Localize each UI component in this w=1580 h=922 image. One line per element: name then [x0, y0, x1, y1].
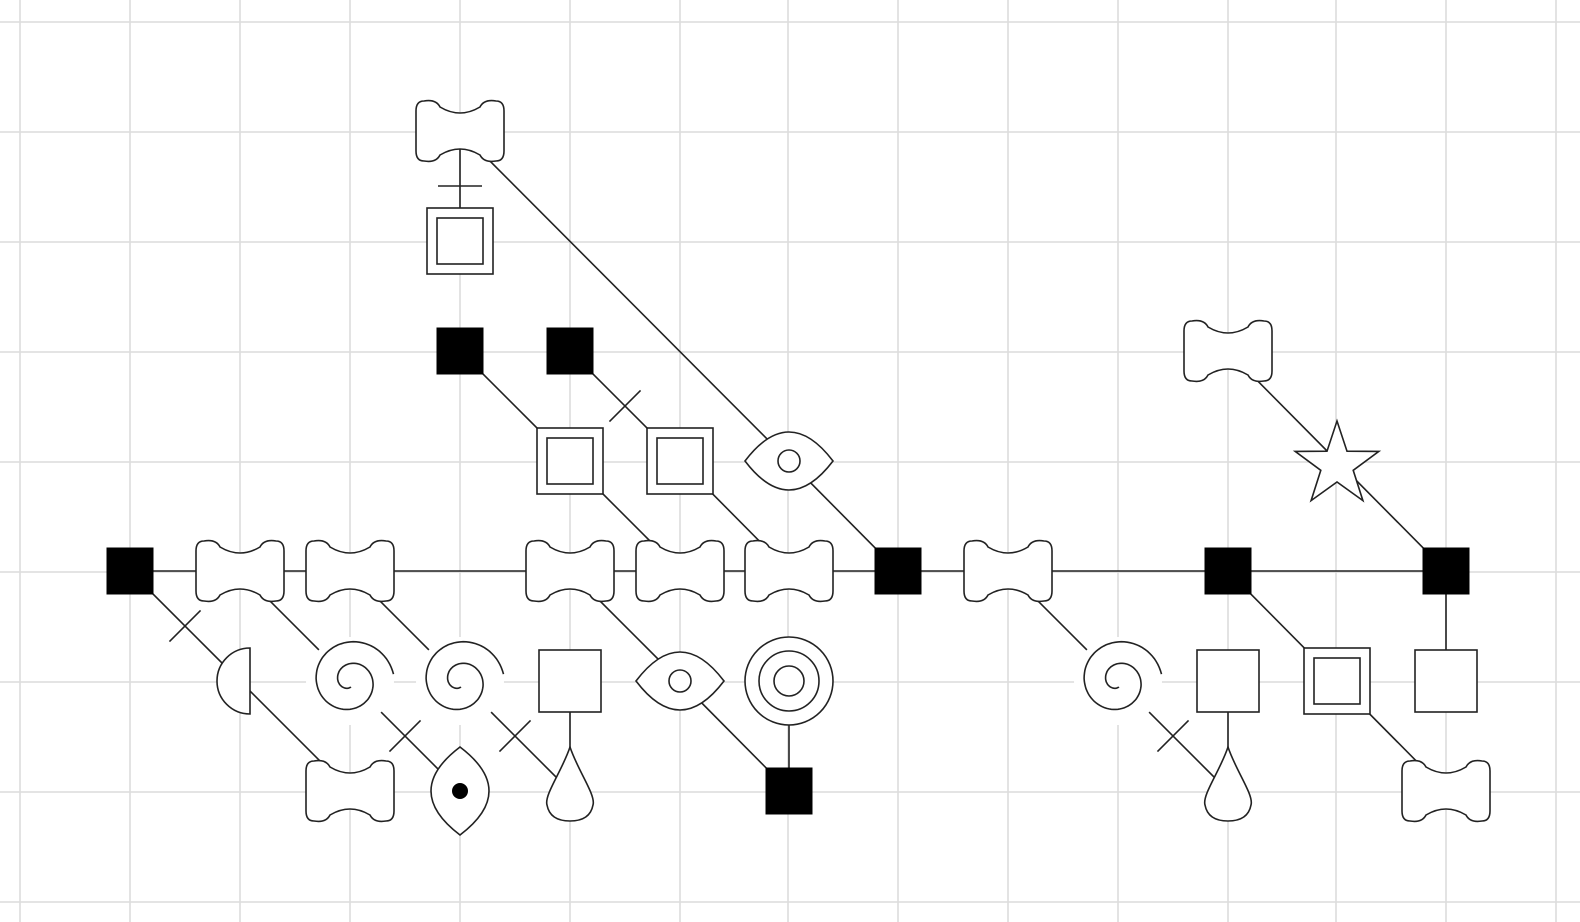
drop-shape: [545, 744, 595, 822]
nodes-layer: [106, 99, 1491, 837]
spiral-curve-shape: [425, 640, 505, 711]
bone-shape: [1183, 319, 1273, 383]
bone-icon[interactable]: [1183, 319, 1273, 383]
edge-tick-mark: [1156, 719, 1190, 753]
square-shape: [1414, 649, 1478, 713]
half-circle-shape: [216, 647, 251, 715]
filled-square-icon[interactable]: [874, 547, 922, 595]
bone-shape: [305, 539, 395, 603]
edge-line[interactable]: [459, 130, 790, 462]
bone-icon[interactable]: [635, 539, 725, 603]
edge-tick-mark: [498, 719, 532, 753]
inner-square-shape: [546, 437, 594, 485]
square-icon[interactable]: [1414, 649, 1478, 713]
double-square-icon[interactable]: [646, 427, 714, 495]
bone-icon[interactable]: [744, 539, 834, 603]
bone-icon[interactable]: [1401, 759, 1491, 823]
edge-tick-mark: [168, 609, 202, 643]
filled-square-shape: [874, 547, 922, 595]
filled-square-shape: [1204, 547, 1252, 595]
eye-icon[interactable]: [743, 431, 835, 491]
pointed-eye-dot-shape: [452, 783, 468, 799]
square-icon[interactable]: [538, 649, 602, 713]
bone-shape: [305, 759, 395, 823]
bone-shape: [635, 539, 725, 603]
bone-icon[interactable]: [195, 539, 285, 603]
filled-square-shape: [1422, 547, 1470, 595]
bone-shape: [1401, 759, 1491, 823]
filled-square-shape: [436, 327, 484, 375]
filled-square-shape: [106, 547, 154, 595]
inner-square-shape: [436, 217, 484, 265]
filled-square-icon[interactable]: [1204, 547, 1252, 595]
inner-square-shape: [1313, 657, 1361, 705]
double-square-icon[interactable]: [536, 427, 604, 495]
spiral-backdrop-shape: [416, 637, 504, 725]
double-square-icon[interactable]: [1303, 647, 1371, 715]
half-circle-icon[interactable]: [216, 647, 251, 715]
filled-square-icon[interactable]: [765, 767, 813, 815]
spiral-backdrop-shape: [306, 637, 394, 725]
filled-square-icon[interactable]: [106, 547, 154, 595]
square-shape: [538, 649, 602, 713]
spiral-curve-shape: [1083, 640, 1163, 711]
bone-icon[interactable]: [525, 539, 615, 603]
star-shape: [1292, 418, 1382, 503]
bone-shape: [744, 539, 834, 603]
bone-icon[interactable]: [305, 759, 395, 823]
spiral-icon[interactable]: [306, 637, 395, 725]
eye-icon[interactable]: [634, 651, 726, 711]
pointed-eye-icon[interactable]: [430, 745, 490, 837]
edge-tick-mark: [388, 719, 422, 753]
bone-shape: [415, 99, 505, 163]
spiral-icon[interactable]: [416, 637, 505, 725]
square-shape: [1196, 649, 1260, 713]
filled-square-shape: [765, 767, 813, 815]
ring-3-shape: [773, 665, 805, 697]
bone-icon[interactable]: [305, 539, 395, 603]
eye-pupil-shape: [777, 449, 801, 473]
concentric-circles-icon[interactable]: [744, 636, 834, 726]
edge-tick-mark: [608, 389, 642, 423]
bone-icon[interactable]: [415, 99, 505, 163]
spiral-icon[interactable]: [1074, 637, 1163, 725]
drop-icon[interactable]: [545, 744, 595, 822]
drop-icon[interactable]: [1203, 744, 1253, 822]
square-icon[interactable]: [1196, 649, 1260, 713]
bone-shape: [195, 539, 285, 603]
double-square-icon[interactable]: [426, 207, 494, 275]
filled-square-shape: [546, 327, 594, 375]
eye-pupil-shape: [668, 669, 692, 693]
spiral-curve-shape: [315, 640, 395, 711]
filled-square-icon[interactable]: [546, 327, 594, 375]
spiral-backdrop-shape: [1074, 637, 1162, 725]
filled-square-icon[interactable]: [436, 327, 484, 375]
bone-shape: [963, 539, 1053, 603]
bone-icon[interactable]: [963, 539, 1053, 603]
filled-square-icon[interactable]: [1422, 547, 1470, 595]
edge-top-bone-to-eye-upper[interactable]: [459, 130, 790, 462]
inner-square-shape: [656, 437, 704, 485]
bone-shape: [525, 539, 615, 603]
star-icon[interactable]: [1292, 418, 1382, 503]
drop-shape: [1203, 744, 1253, 822]
